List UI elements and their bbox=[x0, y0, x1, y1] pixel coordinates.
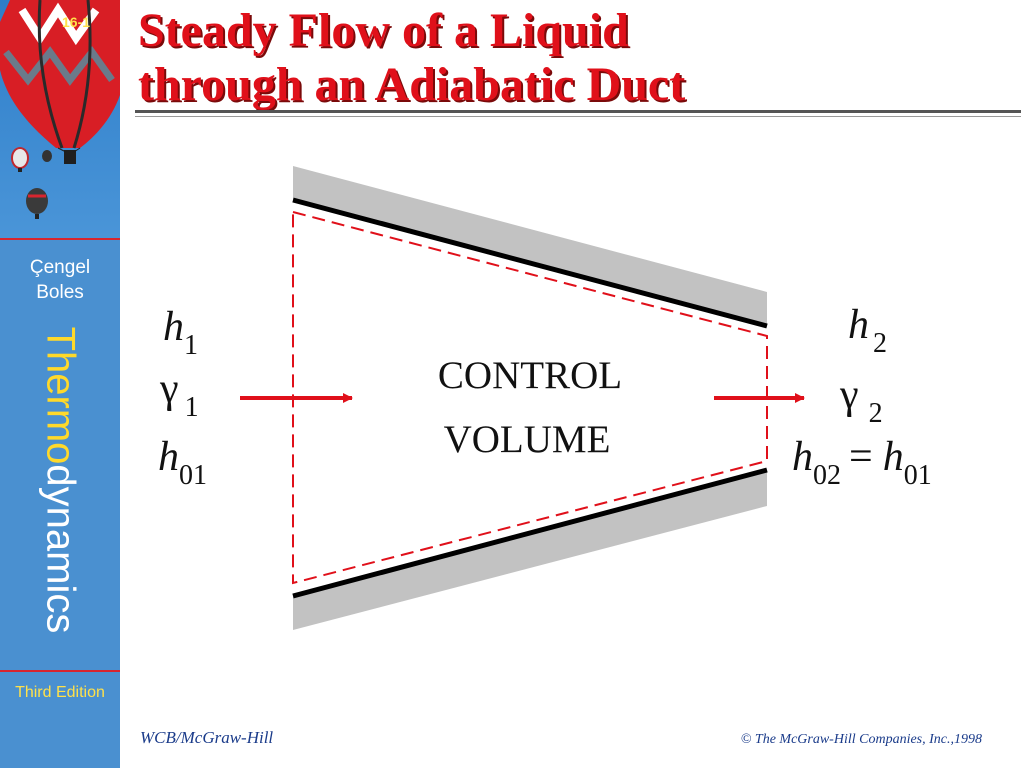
control-volume-label-line1: CONTROL bbox=[438, 354, 622, 397]
sidebar-divider-top bbox=[0, 238, 120, 240]
inlet-stagnation-enthalpy: h01 bbox=[158, 434, 207, 491]
duct-wall-bottom bbox=[293, 470, 767, 630]
copyright-footer: © The McGraw-Hill Companies, Inc.,1998 bbox=[740, 732, 982, 747]
slide-title: Steady Flow of a Liquid through an Adiab… bbox=[138, 4, 685, 112]
hot-air-balloon-icon bbox=[0, 0, 120, 219]
title-underline-thin bbox=[135, 116, 1021, 117]
inlet-enthalpy: h1 bbox=[163, 304, 198, 361]
author-name-1: Çengel bbox=[29, 257, 91, 278]
sidebar: 16-1 Çengel Boles Thermodynamics Third E… bbox=[0, 0, 120, 768]
author-name-2: Boles bbox=[36, 282, 84, 303]
publisher-footer: WCB/McGraw-Hill bbox=[140, 728, 274, 747]
duct-inner-edge-bottom bbox=[292, 467, 768, 599]
title-line-2: through an Adiabatic Duct bbox=[138, 58, 686, 111]
control-volume-boundary bbox=[292, 210, 768, 585]
control-volume-label-line2: VOLUME bbox=[444, 418, 611, 461]
edition-label: Third Edition bbox=[15, 684, 105, 701]
sidebar-divider-bottom bbox=[0, 670, 120, 672]
balloon-banner bbox=[0, 0, 120, 238]
duct-inner-edge-top bbox=[292, 197, 768, 329]
title-line-1: Steady Flow of a Liquid bbox=[138, 4, 629, 57]
title-underline bbox=[135, 110, 1021, 113]
slide-number: 16-1 bbox=[62, 14, 91, 30]
outlet-stagnation-enthalpy-equation: h02=h01 bbox=[792, 434, 932, 491]
duct-wall-top bbox=[293, 166, 767, 326]
